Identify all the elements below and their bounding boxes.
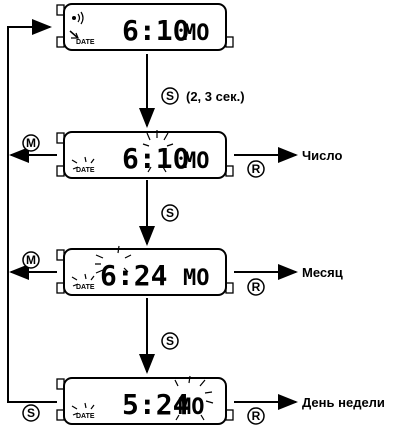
date-indicator-icon <box>69 30 79 39</box>
s-button-3: S <box>161 332 179 350</box>
label-weekday: День недели <box>302 395 385 410</box>
svg-text:S: S <box>166 334 174 348</box>
svg-text:M: M <box>26 136 36 150</box>
svg-text:R: R <box>252 280 261 294</box>
s-button-2: S <box>161 204 179 222</box>
r-button-2: R <box>247 278 265 296</box>
svg-text:S: S <box>27 406 35 420</box>
hold-duration-label: (2, 3 сек.) <box>186 89 245 104</box>
svg-text:M: M <box>26 253 36 267</box>
label-date: Число <box>302 148 342 163</box>
r-button-3: R <box>247 407 265 425</box>
return-loop <box>7 19 57 403</box>
flash-marks <box>71 245 132 287</box>
svg-text:S: S <box>166 89 174 103</box>
m-button-2: M <box>22 251 40 269</box>
label-month: Месяц <box>302 265 343 280</box>
date-label: DATE <box>76 284 95 291</box>
watch-display-3: DATE 6:24 MO <box>56 245 234 296</box>
display-day: MO <box>183 21 210 46</box>
svg-text:S: S <box>166 206 174 220</box>
watch-display-2: DATE 6:10 MO <box>56 130 234 179</box>
m-button-1: M <box>22 134 40 152</box>
s-button-return: S <box>22 404 40 422</box>
display-time: 5:24 <box>122 388 189 421</box>
s-button-1: S <box>161 87 179 105</box>
display-day: MO <box>178 395 205 420</box>
svg-text:R: R <box>252 409 261 423</box>
display-day: MO <box>183 149 210 174</box>
date-label: DATE <box>76 39 95 46</box>
r-button-1: R <box>247 160 265 178</box>
flash-marks <box>71 375 214 421</box>
date-label: DATE <box>76 167 95 174</box>
display-time: 6:24 <box>100 259 167 292</box>
display-time: 6:10 <box>122 142 189 175</box>
flash-marks <box>71 130 174 173</box>
r-arrows <box>234 147 298 410</box>
watch-display-1: DATE 6:10 MO <box>56 3 234 51</box>
display-time: 6:10 <box>122 14 189 47</box>
date-label: DATE <box>76 413 95 420</box>
alarm-signal-icon <box>72 11 84 25</box>
svg-text:R: R <box>252 162 261 176</box>
watch-display-4: DATE 5:24 MO <box>56 375 234 425</box>
display-day: MO <box>183 266 210 291</box>
